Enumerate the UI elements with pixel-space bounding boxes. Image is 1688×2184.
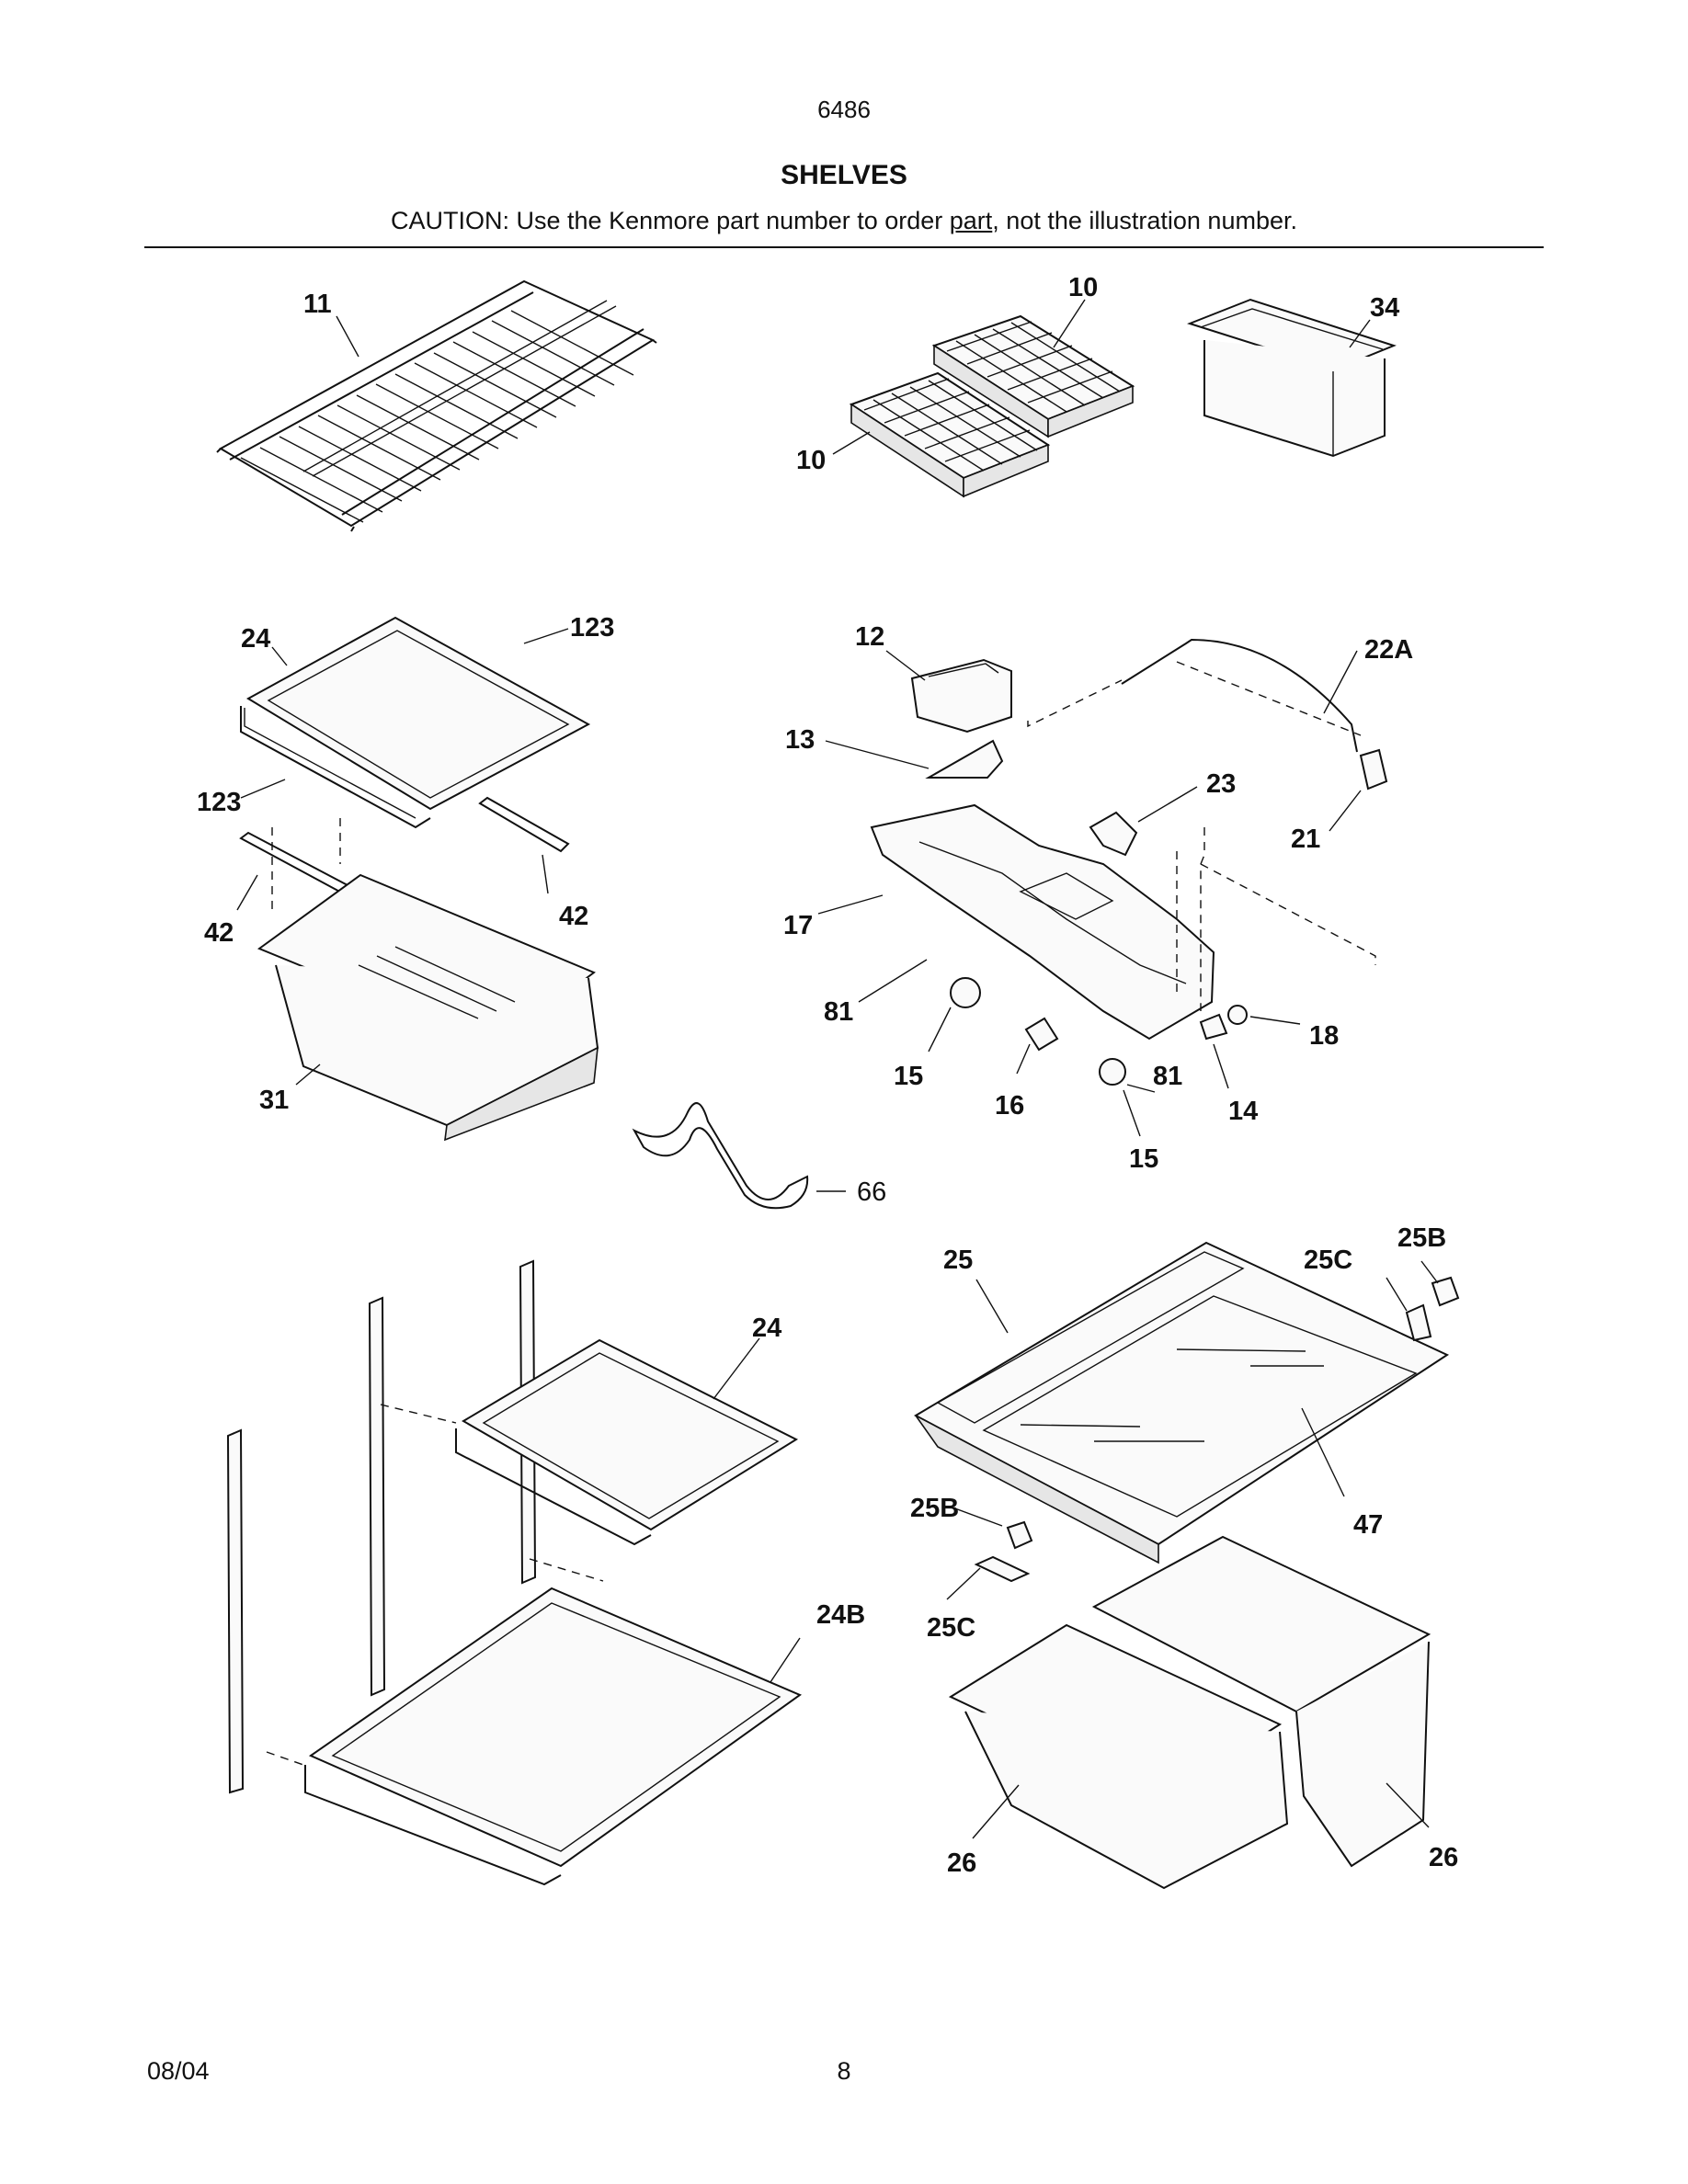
callout-17: 17 xyxy=(783,911,813,940)
footer-page-number: 8 xyxy=(837,2057,851,2085)
crisper-cover-25 xyxy=(913,1241,1450,1564)
callout-25B-top: 25B xyxy=(1397,1223,1446,1253)
ice-tray-10-upper xyxy=(931,314,1135,438)
wire-harness-22A xyxy=(1121,638,1358,753)
callout-47: 47 xyxy=(1353,1510,1383,1540)
crisper-drawer-26-right xyxy=(1091,1535,1431,1868)
callout-10-upper: 10 xyxy=(1068,273,1098,302)
callout-leaders xyxy=(236,299,1439,1839)
callout-15-left: 15 xyxy=(894,1062,923,1091)
callout-13: 13 xyxy=(785,725,815,755)
callout-12: 12 xyxy=(855,622,884,652)
callout-81-left: 81 xyxy=(824,997,853,1027)
callout-25B-bottom: 25B xyxy=(910,1494,959,1523)
door-switch-14 xyxy=(1199,1013,1228,1041)
callout-25: 25 xyxy=(943,1246,973,1275)
callout-81-right: 81 xyxy=(1153,1062,1182,1091)
ice-tray-10-lower xyxy=(849,371,1051,498)
callout-24B: 24B xyxy=(816,1600,865,1630)
guide-line-24-42 xyxy=(271,818,341,916)
callout-23: 23 xyxy=(1206,769,1236,799)
callout-42-right: 42 xyxy=(559,902,588,931)
clip-25B-top xyxy=(1431,1276,1460,1307)
shelf-standard-middle xyxy=(368,1296,386,1697)
knob-18 xyxy=(1227,1005,1248,1025)
light-socket-16 xyxy=(1024,1017,1059,1052)
light-bulb-15-lower xyxy=(1099,1058,1126,1086)
page-title: SHELVES xyxy=(781,160,907,190)
caution-note: CAUTION: Use the Kenmore part number to … xyxy=(0,207,1688,235)
light-bulb-15-upper xyxy=(950,977,981,1008)
callout-24-top: 24 xyxy=(241,624,270,654)
callout-123-left: 123 xyxy=(197,788,241,817)
callout-31: 31 xyxy=(259,1086,289,1115)
bracket-25C-bottom xyxy=(974,1555,1031,1583)
caution-text-start: CAUTION: Use the Kenmore part number to … xyxy=(391,207,950,234)
ice-chute-13 xyxy=(925,739,1004,779)
footer-date: 08/04 xyxy=(147,2057,210,2085)
callout-15-right: 15 xyxy=(1129,1144,1158,1174)
shelf-standard-left xyxy=(226,1428,245,1794)
crisper-drawer-31 xyxy=(257,873,599,1142)
guide-lines-light-housing xyxy=(1027,661,1376,1011)
defrost-timer-23 xyxy=(1089,811,1138,857)
callout-14: 14 xyxy=(1228,1097,1258,1126)
glass-shelf-24-middle xyxy=(455,1338,799,1546)
caution-text-end: , not the illustration number. xyxy=(992,207,1297,234)
switch-21 xyxy=(1359,748,1388,791)
ice-bucket-12 xyxy=(910,658,1012,734)
clip-25B-bottom xyxy=(1006,1520,1033,1550)
callout-66: 66 xyxy=(857,1177,886,1207)
caution-text-underlined: part xyxy=(949,207,993,234)
callout-42-left: 42 xyxy=(204,918,234,948)
callout-123-top: 123 xyxy=(570,613,614,643)
callout-26-right: 26 xyxy=(1429,1843,1458,1872)
guide-lines-shelves xyxy=(266,1404,604,1766)
header-rule xyxy=(144,246,1544,248)
callout-16: 16 xyxy=(995,1091,1024,1120)
model-number: 6486 xyxy=(817,96,871,123)
glass-shelf-24-top xyxy=(240,616,591,829)
storage-bin-34 xyxy=(1187,298,1397,458)
callout-24-middle: 24 xyxy=(752,1314,781,1343)
wire-shelf-11 xyxy=(216,279,657,532)
crisper-drawer-26-left xyxy=(948,1623,1289,1890)
callout-18: 18 xyxy=(1309,1021,1339,1051)
callout-25C-top: 25C xyxy=(1304,1246,1352,1275)
callout-22A: 22A xyxy=(1364,635,1413,665)
callout-21: 21 xyxy=(1291,825,1320,854)
callout-25C-bottom: 25C xyxy=(927,1613,975,1643)
callout-26-left: 26 xyxy=(947,1848,976,1878)
cover-glass-47 xyxy=(982,1295,1418,1518)
callout-11: 11 xyxy=(303,290,332,319)
bracket-25C-top xyxy=(1405,1303,1432,1342)
callout-34: 34 xyxy=(1370,293,1399,323)
wire-divider-66 xyxy=(632,1102,809,1210)
light-housing-17 xyxy=(870,803,1215,1041)
glass-shelf-24B xyxy=(304,1587,803,1886)
callout-10-lower: 10 xyxy=(796,446,826,475)
